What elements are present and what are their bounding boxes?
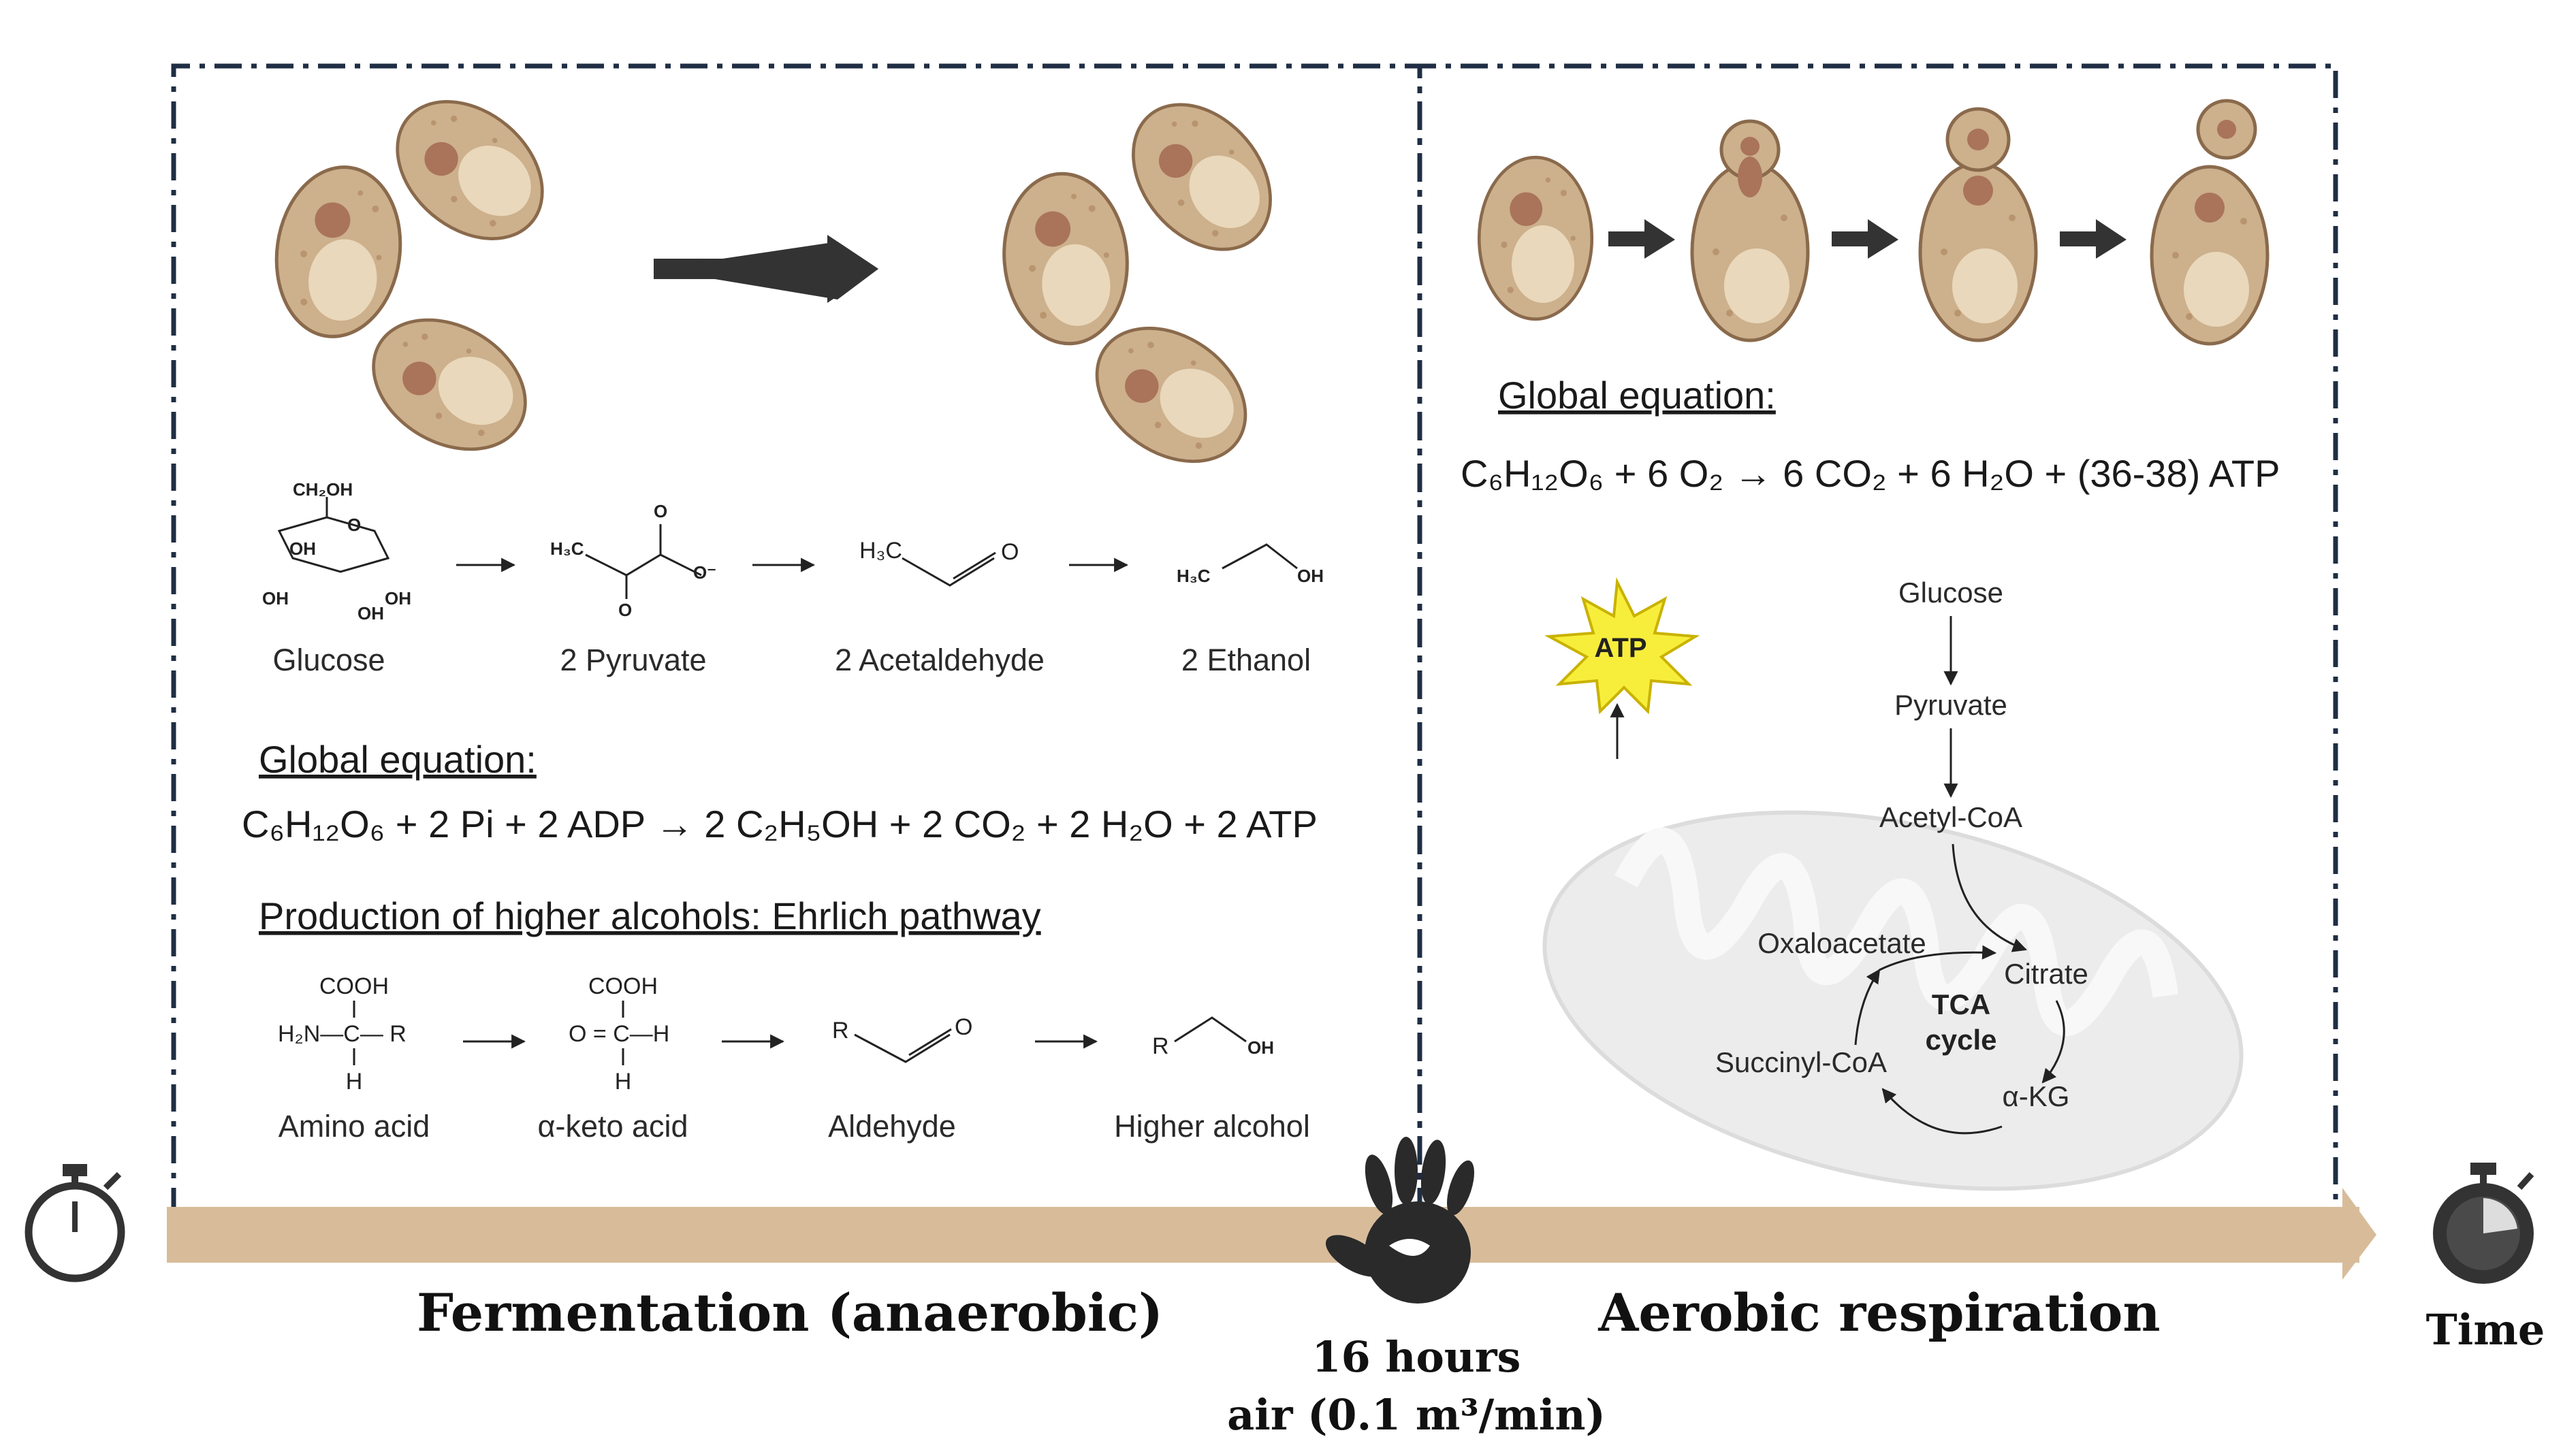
label-succinyl-coa: Succinyl-CoA bbox=[1715, 1046, 1887, 1078]
stopwatch-icon bbox=[25, 1164, 125, 1282]
label-acetaldehyde: 2 Acetaldehyde bbox=[835, 643, 1045, 677]
respiration-phase-label: Aerobic respiration bbox=[1597, 1282, 2160, 1343]
ehrlich-labels: Amino acid α-keto acid Aldehyde Higher a… bbox=[278, 1109, 1310, 1144]
fermentation-equation: C₆H₁₂O₆ + 2 Pi + 2 ADP → 2 C₂H₅OH + 2 CO… bbox=[242, 803, 1318, 845]
svg-text:O: O bbox=[618, 600, 632, 620]
ehrlich-title: Production of higher alcohols: Ehrlich p… bbox=[259, 894, 1041, 937]
respiration-equation: C₆H₁₂O₆ + 6 O₂ → 6 CO₂ + 6 H₂O + (36-38)… bbox=[1461, 452, 2280, 495]
svg-text:H₃C: H₃C bbox=[550, 538, 584, 559]
label-pyruvate-resp: Pyruvate bbox=[1894, 689, 2007, 721]
keto-acid-structure: COOH O = C—H H bbox=[569, 973, 669, 1095]
label-amino-acid: Amino acid bbox=[278, 1109, 430, 1144]
ethanol-structure: H₃C OH bbox=[1177, 543, 1324, 586]
label-glucose-resp: Glucose bbox=[1898, 577, 2003, 609]
svg-text:TCA: TCA bbox=[1932, 988, 1990, 1020]
respiration-global-title: Global equation: bbox=[1498, 374, 1776, 417]
acetaldehyde-structure: H₃C O bbox=[859, 538, 1019, 587]
pyruvate-structure: H₃C O O O⁻ bbox=[550, 501, 716, 620]
big-arrow-icon bbox=[654, 235, 878, 303]
glucose-structure: CH₂OH O OH OH OH OH bbox=[262, 479, 411, 624]
timeline-arrow bbox=[167, 1188, 2376, 1280]
label-acetyl-coa: Acetyl-CoA bbox=[1879, 801, 2022, 833]
svg-text:COOH: COOH bbox=[319, 973, 389, 999]
atp-star-icon: ATP bbox=[1544, 577, 1700, 715]
label-keto-acid: α-keto acid bbox=[537, 1109, 688, 1144]
svg-text:H: H bbox=[615, 1069, 632, 1095]
duration-label: 16 hours bbox=[1312, 1332, 1521, 1382]
budding-sequence bbox=[1479, 99, 2267, 344]
svg-text:O: O bbox=[347, 515, 361, 535]
svg-text:OH: OH bbox=[385, 588, 411, 609]
aldehyde-structure: R O bbox=[832, 1014, 972, 1063]
label-aldehyde: Aldehyde bbox=[828, 1109, 956, 1144]
svg-text:O: O bbox=[955, 1014, 972, 1040]
label-citrate: Citrate bbox=[2004, 958, 2088, 990]
stopwatch-icon bbox=[2433, 1163, 2534, 1284]
svg-text:ATP: ATP bbox=[1594, 633, 1646, 663]
svg-text:OH: OH bbox=[1297, 566, 1324, 586]
yeast-cells-group-right bbox=[997, 78, 1298, 489]
svg-text:O⁻: O⁻ bbox=[693, 562, 716, 583]
fermentation-phase-label: Fermentation (anaerobic) bbox=[417, 1282, 1163, 1343]
svg-text:O: O bbox=[1001, 539, 1019, 565]
label-oxaloacetate: Oxaloacetate bbox=[1757, 927, 1926, 959]
svg-text:O = C—H: O = C—H bbox=[569, 1021, 669, 1047]
svg-text:H₃C: H₃C bbox=[1177, 566, 1211, 586]
svg-text:COOH: COOH bbox=[588, 973, 658, 999]
svg-text:H₃C: H₃C bbox=[859, 538, 902, 564]
svg-text:OH: OH bbox=[357, 603, 384, 624]
higher-alcohol-structure: R OH bbox=[1152, 1016, 1274, 1059]
fermentation-global-title: Global equation: bbox=[259, 738, 537, 781]
tca-cycle: TCA cycle Oxaloacetate Citrate Succinyl-… bbox=[1715, 927, 2088, 1135]
respiration-pathway: Glucose Pyruvate Acetyl-CoA bbox=[1879, 577, 2027, 952]
amino-acid-structure: COOH H₂N—C— R H bbox=[278, 973, 407, 1095]
label-akg: α-KG bbox=[2003, 1080, 2070, 1112]
svg-text:O: O bbox=[654, 501, 667, 521]
svg-text:OH: OH bbox=[1247, 1037, 1274, 1058]
svg-text:R: R bbox=[832, 1018, 849, 1044]
hand-print-icon bbox=[1326, 1137, 1475, 1304]
svg-text:CH₂OH: CH₂OH bbox=[293, 479, 353, 500]
svg-text:cycle: cycle bbox=[1925, 1024, 1996, 1056]
respiration-panel bbox=[1417, 63, 2338, 1215]
airflow-label: air (0.1 m³/min) bbox=[1227, 1390, 1606, 1440]
svg-text:H: H bbox=[346, 1069, 363, 1095]
label-ethanol: 2 Ethanol bbox=[1181, 643, 1311, 677]
svg-text:OH: OH bbox=[262, 588, 289, 609]
yeast-cells-group-left bbox=[266, 74, 569, 475]
time-axis-label: Time bbox=[2426, 1305, 2545, 1355]
label-pyruvate: 2 Pyruvate bbox=[560, 643, 706, 677]
svg-text:H₂N—C— R: H₂N—C— R bbox=[278, 1021, 407, 1047]
label-higher-alcohol: Higher alcohol bbox=[1114, 1109, 1310, 1144]
fermentation-pathway-labels: Glucose 2 Pyruvate 2 Acetaldehyde 2 Etha… bbox=[272, 643, 1311, 677]
label-glucose: Glucose bbox=[272, 643, 385, 677]
svg-text:OH: OH bbox=[289, 538, 316, 559]
svg-text:R: R bbox=[1152, 1033, 1169, 1059]
